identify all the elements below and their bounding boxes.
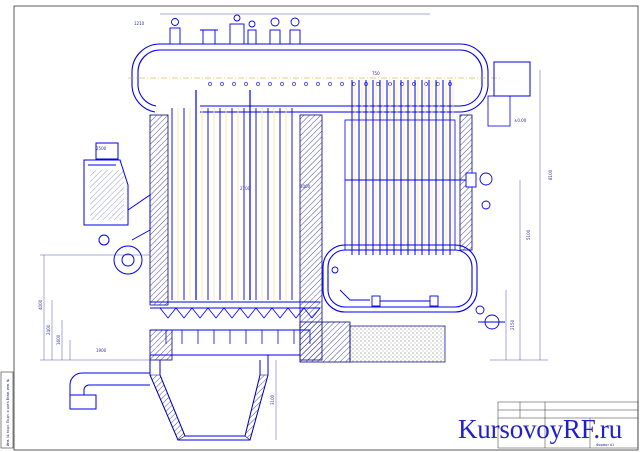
drum-tube-hole	[268, 82, 272, 86]
title-block	[497, 401, 639, 449]
dim-top-right: 750	[372, 71, 380, 76]
stamp-caption: Формат А1	[596, 443, 614, 447]
dim-top-left: 1210	[134, 21, 145, 26]
grate-element	[303, 307, 321, 319]
drum-tube-hole	[292, 82, 296, 86]
separator-body	[487, 95, 511, 127]
drum-top-fittings	[169, 14, 301, 45]
dim-right-2: 5100	[526, 229, 531, 240]
bundle-frame	[344, 119, 456, 251]
convective-bundle	[344, 80, 470, 255]
furnace-tubes	[171, 90, 293, 300]
watermark-text: KursovoyRF.ru	[458, 414, 623, 444]
drum-tube-hole	[208, 82, 212, 86]
lower-drum-internals	[331, 266, 439, 307]
grate-element	[175, 307, 193, 319]
drum-tube-hole	[328, 82, 332, 86]
dim-left-3: 1600	[56, 334, 61, 345]
upper-drum	[131, 43, 489, 113]
grate-element	[159, 307, 177, 319]
left-binding-strip	[0, 371, 14, 449]
drum-tube-hole	[412, 82, 416, 86]
dimension-lines	[40, 70, 548, 440]
drum-tube-hole	[304, 82, 308, 86]
feeder-duct	[98, 194, 151, 275]
drum-tube-hole	[256, 82, 260, 86]
ash-hopper	[149, 355, 269, 441]
grate-element	[223, 307, 241, 319]
dim-bottom-hopper: 3100	[270, 394, 275, 405]
ash-hopper-fill	[149, 374, 269, 441]
grate-element	[191, 307, 209, 319]
sheet-border	[13, 5, 639, 451]
drum-tube-hole	[244, 82, 248, 86]
grate-element	[207, 307, 225, 319]
lower-drum-foundation	[349, 325, 446, 363]
dim-left-1: 4000	[38, 299, 43, 310]
air-duct	[69, 372, 150, 410]
grate-element	[239, 307, 257, 319]
dim-left-4: 1900	[96, 348, 107, 353]
dim-mid-2: 2700	[240, 186, 251, 191]
grate-element	[255, 307, 273, 319]
drum-tube-hole	[376, 82, 380, 86]
right-fittings	[465, 172, 505, 330]
drum-tube-hole	[424, 82, 428, 86]
furnace-walls	[149, 114, 473, 363]
grate	[150, 301, 320, 356]
drum-tube-hole	[280, 82, 284, 86]
grate-elements	[159, 307, 321, 344]
binding-strip-label: Инв. № подл. Подп. и дата Взам. инв. №	[6, 378, 10, 446]
drum-tube-hole	[220, 82, 224, 86]
fuel-hopper	[83, 142, 129, 226]
hopper-shading	[90, 170, 124, 220]
grate-element	[271, 307, 289, 319]
drum-tube-hole	[232, 82, 236, 86]
lower-drum	[322, 244, 478, 313]
separator-box	[493, 61, 531, 97]
drum-tube-hole	[316, 82, 320, 86]
dim-right-1: 8100	[548, 169, 553, 180]
drum-tube-hole	[340, 82, 344, 86]
dim-hopper: 2500	[96, 146, 107, 151]
dim-separator: ±0.00	[514, 118, 527, 123]
dim-right-3: 2150	[510, 319, 515, 330]
dim-left-2: 2400	[46, 324, 51, 335]
dim-mid-1: 3000	[300, 184, 311, 189]
grate-element	[287, 307, 305, 319]
